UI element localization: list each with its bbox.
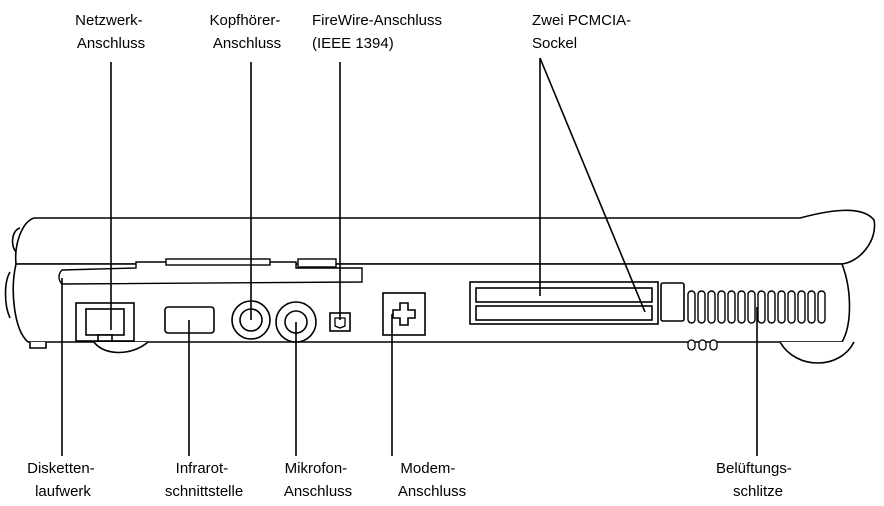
firewire-port-opening [334, 317, 346, 329]
foot-left [93, 341, 149, 354]
label-floppy: Disketten- laufwerk [27, 460, 99, 500]
foot-right [779, 341, 855, 364]
hinge-bump-lower [4, 271, 11, 319]
network-port-clip [97, 334, 113, 342]
label-infrared: Infrarot- schnittstelle [165, 460, 243, 500]
hinge-bump-upper [11, 227, 21, 253]
label-microphone: Mikrofon- Anschluss [284, 460, 352, 500]
laptop-body [4, 209, 876, 364]
modem-port [382, 292, 426, 336]
label-modem: Modem- Anschluss [398, 460, 466, 500]
modem-plus-icon [392, 302, 416, 326]
ventilation-slots [687, 290, 826, 324]
network-port [75, 302, 135, 342]
floppy-drive-slot [58, 258, 363, 285]
network-port-opening [85, 308, 125, 336]
foot-small [29, 342, 47, 349]
label-firewire: FireWire-Anschluss (IEEE 1394) [312, 12, 446, 52]
pcmcia-eject-button [660, 282, 685, 322]
label-network: Netzwerk- Anschluss [75, 12, 147, 52]
pcmcia-slots [469, 281, 685, 325]
leader-lines [61, 57, 758, 456]
leader-pcmcia-lower [539, 57, 646, 313]
label-headphone: Kopfhörer- Anschluss [209, 12, 284, 52]
floppy-eject-tab [165, 258, 271, 266]
laptop-lid [14, 209, 876, 265]
pcmcia-slot-lower [475, 305, 653, 321]
label-pcmcia: Zwei PCMCIA- Sockel [532, 12, 635, 52]
pcmcia-slot-upper [475, 287, 653, 303]
floppy-latch [297, 258, 337, 268]
status-leds [687, 339, 718, 351]
label-vents: Belüftungs- schlitze [716, 460, 796, 500]
